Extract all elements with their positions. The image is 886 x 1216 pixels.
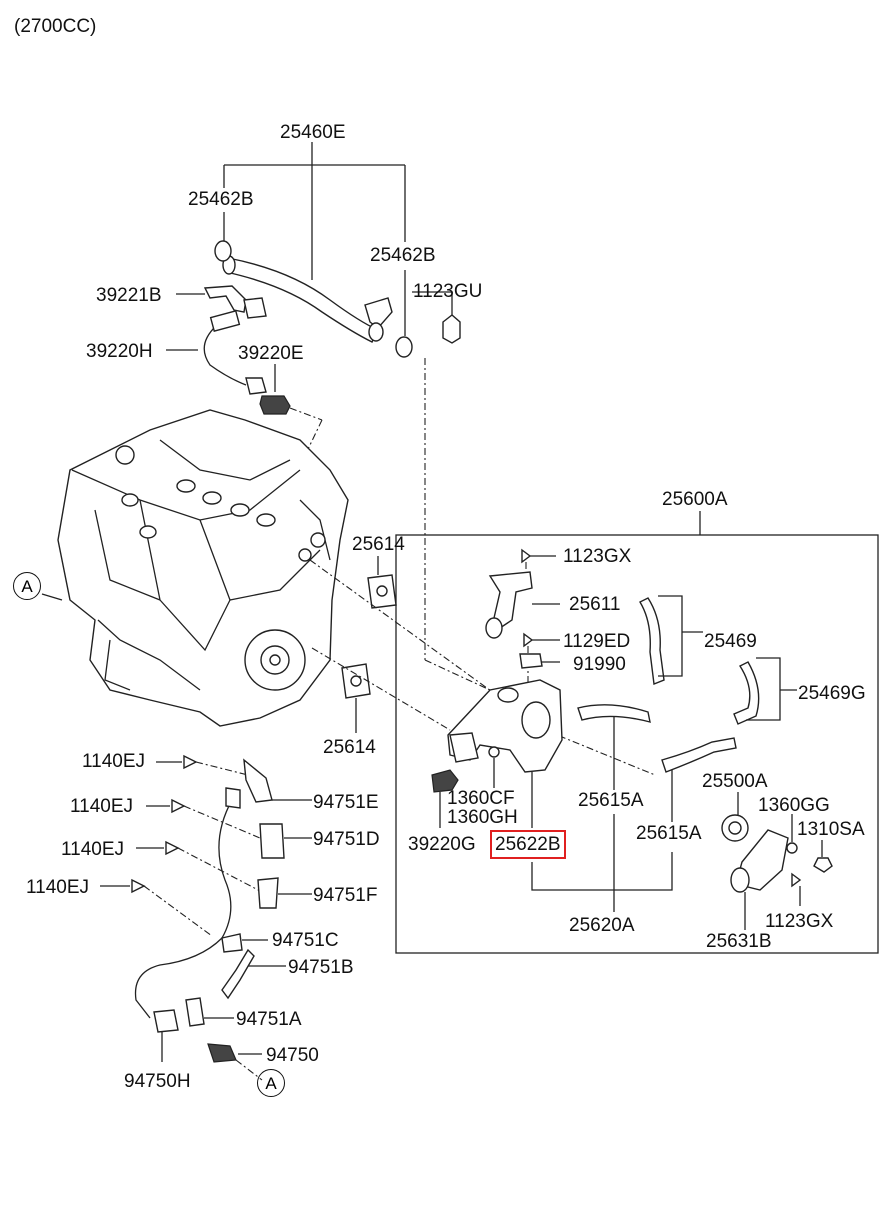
- callout-94751D[interactable]: 94751D: [313, 829, 380, 850]
- callout-25460E[interactable]: 25460E: [280, 122, 346, 143]
- assembly-25600A-box: [395, 534, 879, 954]
- callout-25620A[interactable]: 25620A: [569, 915, 635, 936]
- bracket-94751B: [221, 948, 255, 1000]
- hose-25469G: [733, 661, 760, 725]
- bracket-94751C: [221, 933, 243, 953]
- callout-25611[interactable]: 25611: [569, 594, 621, 615]
- o-ring-25462B-right: [395, 336, 413, 358]
- callout-94751C[interactable]: 94751C: [272, 930, 339, 951]
- callout-39220G[interactable]: 39220G: [408, 834, 476, 855]
- callout-94750H[interactable]: 94750H: [124, 1071, 191, 1092]
- callout-39221B[interactable]: 39221B: [96, 285, 162, 306]
- callout-25615A-1[interactable]: 25615A: [578, 790, 644, 811]
- bolts-1140EJ: [100, 754, 263, 937]
- bracket-25620A: [531, 814, 673, 912]
- hose-25615A-lower: [661, 737, 737, 773]
- callout-25631B[interactable]: 25631B: [706, 931, 772, 952]
- pipe-group-bracket: [223, 142, 406, 280]
- reference-circle-A-left: A: [13, 572, 41, 600]
- callout-25500A[interactable]: 25500A: [702, 771, 768, 792]
- callout-1140EJ-2[interactable]: 1140EJ: [70, 796, 134, 817]
- engine-displacement-label: (2700CC): [14, 16, 97, 37]
- bracket-94751A: [185, 997, 205, 1027]
- leader-engine-to-housing-bot: [311, 647, 451, 731]
- sensor-harness-39220H: [203, 325, 247, 386]
- callout-1123GU[interactable]: 1123GU: [413, 281, 483, 302]
- callout-1129ED[interactable]: 1129ED: [563, 631, 631, 652]
- callout-25614-top[interactable]: 25614: [352, 534, 405, 555]
- bracket-94751D: [259, 823, 285, 859]
- callout-25469[interactable]: 25469: [704, 631, 757, 652]
- pipe-25460E: [225, 257, 379, 343]
- hose-25469: [639, 597, 665, 685]
- callout-1140EJ-3[interactable]: 1140EJ: [61, 839, 125, 860]
- callout-94751E[interactable]: 94751E: [313, 792, 379, 813]
- callout-1360GH[interactable]: 1360GH: [447, 807, 518, 828]
- callout-94750[interactable]: 94750: [266, 1045, 319, 1066]
- callout-1140EJ-1[interactable]: 1140EJ: [82, 751, 146, 772]
- sensor-39220E: [259, 395, 291, 415]
- reference-circle-A-bottom: A: [257, 1069, 285, 1097]
- callout-25615A-2[interactable]: 25615A: [636, 823, 702, 844]
- callout-1140EJ-4[interactable]: 1140EJ: [26, 877, 90, 898]
- knock-sensor-harness: [134, 787, 263, 1081]
- callout-25462B-right[interactable]: 25462B: [370, 245, 436, 266]
- callout-25469G[interactable]: 25469G: [798, 683, 866, 704]
- callout-25622B-highlighted[interactable]: 25622B: [490, 830, 566, 859]
- callout-1360GG[interactable]: 1360GG: [758, 795, 830, 816]
- callout-39220E[interactable]: 39220E: [238, 343, 304, 364]
- o-ring-25462B-left: [214, 240, 232, 262]
- callout-1360CF[interactable]: 1360CF: [447, 788, 515, 809]
- callout-25462B-top[interactable]: 25462B: [188, 189, 254, 210]
- callout-25614-bottom[interactable]: 25614: [323, 737, 376, 758]
- callout-91990[interactable]: 91990: [573, 654, 626, 675]
- callout-25600A[interactable]: 25600A: [662, 489, 728, 510]
- temp-sensor-39220G: [431, 769, 459, 793]
- callout-1310SA[interactable]: 1310SA: [797, 819, 865, 840]
- bracket-94751F: [257, 877, 279, 909]
- hose-25615A-upper: [577, 704, 651, 723]
- callout-94751B[interactable]: 94751B: [288, 957, 354, 978]
- callout-1123GX-top[interactable]: 1123GX: [563, 546, 632, 567]
- callout-94751F[interactable]: 94751F: [313, 885, 378, 906]
- callout-1123GX-bottom[interactable]: 1123GX: [765, 911, 834, 932]
- engine-block: [57, 409, 349, 727]
- inlet-pipe-25611: [488, 571, 533, 629]
- callout-39220H[interactable]: 39220H: [86, 341, 153, 362]
- bracket-94751E: [243, 758, 273, 803]
- callout-94751A[interactable]: 94751A: [236, 1009, 302, 1030]
- sensor-bracket-39221B: [203, 285, 247, 313]
